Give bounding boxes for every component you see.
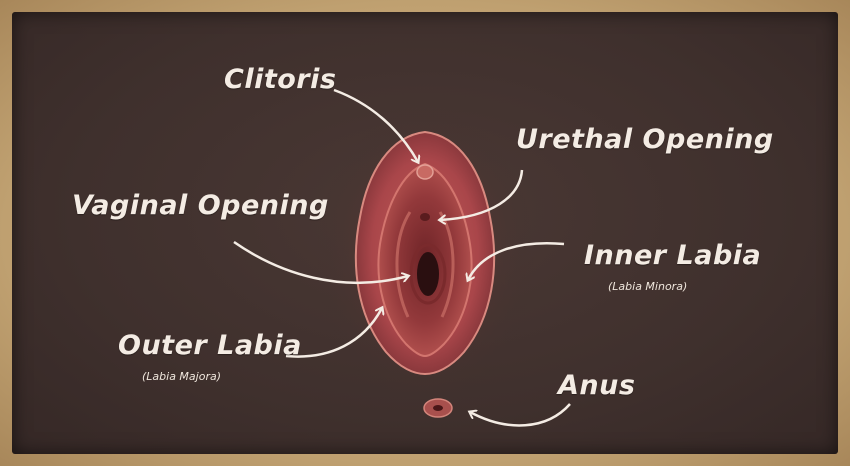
diagram-board: Clitoris Urethal Opening Vaginal Opening… — [12, 12, 838, 454]
outer-labia-sublabel: (Labia Majora) — [142, 370, 221, 383]
urethral-opening-label: Urethal Opening — [516, 124, 774, 155]
clitoris-label: Clitoris — [224, 64, 336, 95]
anus-arrow — [470, 404, 570, 425]
inner-labia-sublabel: (Labia Minora) — [608, 280, 687, 293]
clitoris-shape — [417, 165, 433, 179]
urethral-opening-shape — [420, 213, 430, 221]
anatomy-illustration — [12, 12, 838, 454]
vaginal-opening-label: Vaginal Opening — [72, 190, 329, 221]
vaginal-opening-shape — [417, 252, 439, 296]
anus-center — [433, 405, 443, 411]
inner-labia-label: Inner Labia — [584, 240, 761, 271]
anus-label: Anus — [558, 370, 635, 401]
outer-labia-label: Outer Labia — [118, 330, 302, 361]
